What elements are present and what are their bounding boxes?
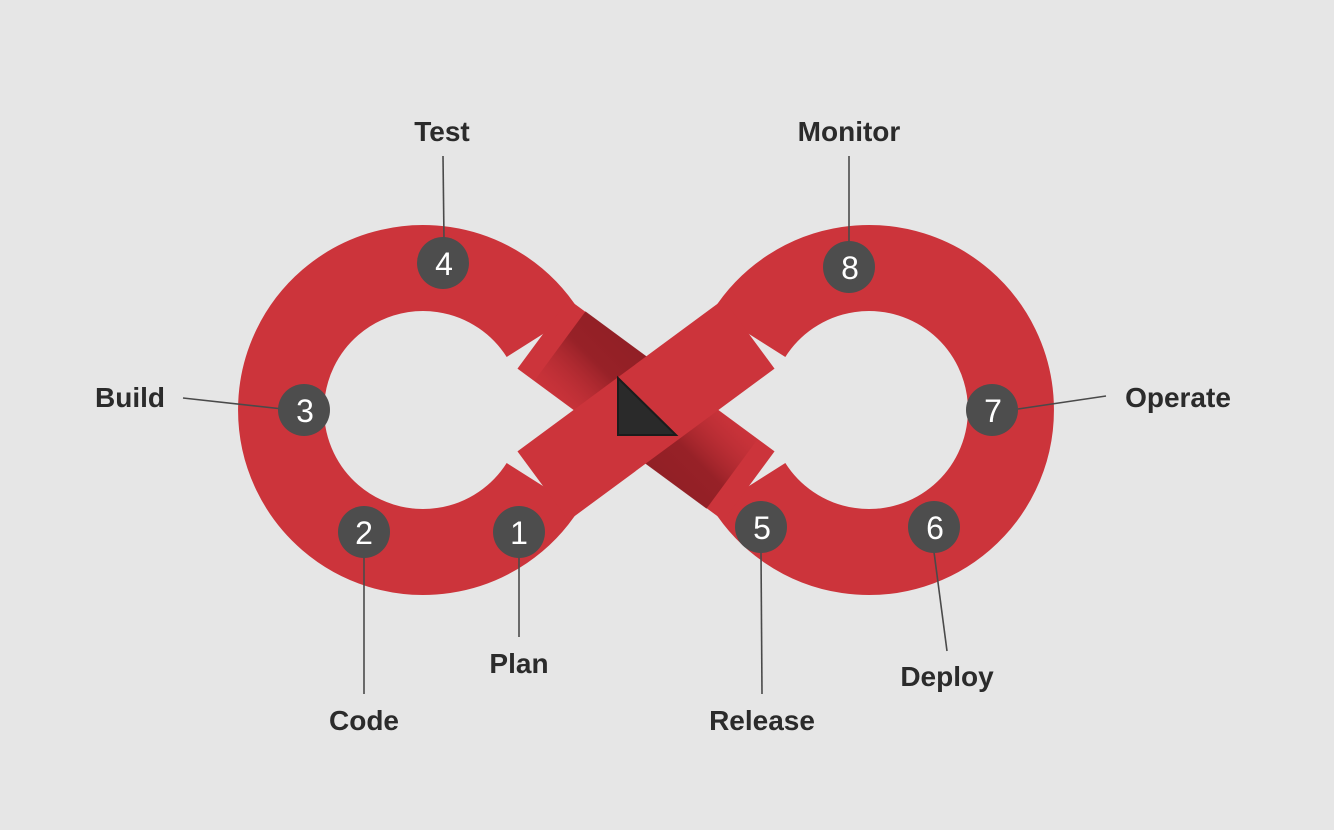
stage-number-6: 6 — [926, 510, 944, 546]
stage-label-monitor: Monitor — [798, 116, 901, 147]
stage-label-operate: Operate — [1125, 382, 1231, 413]
stage-number-2: 2 — [355, 515, 373, 551]
stage-label-deploy: Deploy — [900, 661, 994, 692]
stage-badge-8: 8 — [823, 241, 875, 293]
stage-badge-7: 7 — [966, 384, 1018, 436]
leader-release — [761, 552, 762, 694]
stage-badge-5: 5 — [735, 501, 787, 553]
stage-number-5: 5 — [753, 510, 771, 546]
stage-number-1: 1 — [510, 515, 528, 551]
stage-label-code: Code — [329, 705, 399, 736]
stage-badge-6: 6 — [908, 501, 960, 553]
stage-badge-1: 1 — [493, 506, 545, 558]
stage-number-7: 7 — [984, 393, 1002, 429]
stage-label-build: Build — [95, 382, 165, 413]
stage-badge-2: 2 — [338, 506, 390, 558]
stage-number-8: 8 — [841, 250, 859, 286]
stage-number-4: 4 — [435, 246, 453, 282]
leader-test — [443, 156, 444, 240]
stage-badge-4: 4 — [417, 237, 469, 289]
stage-label-test: Test — [414, 116, 470, 147]
stage-number-3: 3 — [296, 393, 314, 429]
stage-badge-3: 3 — [278, 384, 330, 436]
stage-label-release: Release — [709, 705, 815, 736]
stage-label-plan: Plan — [489, 648, 548, 679]
